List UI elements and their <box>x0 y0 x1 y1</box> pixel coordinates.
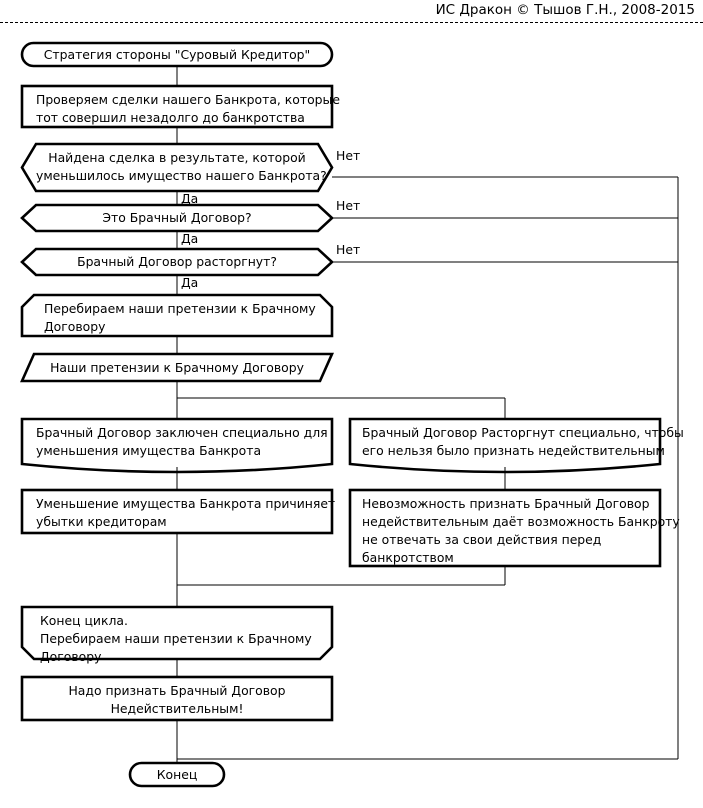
branch-label-yes-1: Да <box>181 191 199 206</box>
action-declare-invalid-shape <box>20 675 334 722</box>
shelf-contract-terminated-on-purpose-shape <box>348 417 662 474</box>
end-capsule[interactable] <box>130 763 224 786</box>
end-capsule-shape <box>128 761 226 788</box>
title-capsule[interactable] <box>22 43 332 66</box>
action-bankrupt-not-responsible[interactable] <box>350 490 660 566</box>
question-deal-found[interactable] <box>22 144 332 191</box>
action-check-deals[interactable] <box>22 86 332 127</box>
question-is-marriage-contract[interactable] <box>22 205 332 231</box>
loop-start-claims-shape <box>20 293 334 338</box>
action-reduction-harms-creditors-shape <box>20 488 334 535</box>
shelf-contract-terminated-on-purpose[interactable] <box>350 419 660 469</box>
action-declare-invalid[interactable] <box>22 677 332 720</box>
io-our-claims-shape <box>19 352 335 383</box>
branch-label-yes-2: Да <box>181 231 199 246</box>
question-contract-terminated[interactable] <box>22 249 332 275</box>
copyright-label: ИС Дракон © Тышов Г.Н., 2008-2015 <box>435 2 695 18</box>
question-contract-terminated-shape <box>20 247 334 277</box>
loop-end-claims[interactable] <box>22 607 332 659</box>
loop-end-claims-shape <box>20 605 334 661</box>
action-check-deals-shape <box>20 84 334 129</box>
shelf-contract-made-to-reduce-shape <box>20 417 334 474</box>
action-reduction-harms-creditors[interactable] <box>22 490 332 533</box>
question-is-marriage-contract-shape <box>20 203 334 233</box>
title-capsule-shape <box>20 41 334 68</box>
header-bar: ИС Дракон © Тышов Г.Н., 2008-2015 <box>0 0 703 24</box>
branch-label-no-2: Нет <box>336 198 361 213</box>
loop-start-claims[interactable] <box>22 295 332 336</box>
io-our-claims[interactable] <box>22 354 332 381</box>
branch-label-no-3: Нет <box>336 242 361 257</box>
branch-label-no-1: Нет <box>336 148 361 163</box>
action-bankrupt-not-responsible-shape <box>348 488 662 568</box>
branch-label-yes-3: Да <box>181 275 199 290</box>
header-divider <box>0 22 703 23</box>
shelf-contract-made-to-reduce[interactable] <box>22 419 332 469</box>
question-deal-found-shape <box>20 142 334 193</box>
